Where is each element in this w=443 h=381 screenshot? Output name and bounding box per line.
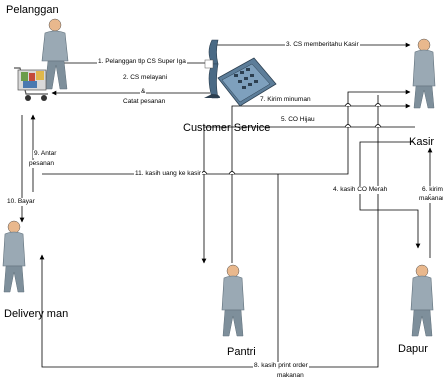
kasir-figure bbox=[413, 39, 435, 108]
delivery-man-figure bbox=[3, 221, 25, 292]
message-10: 10. Bayar bbox=[6, 198, 36, 206]
arrow-5 bbox=[204, 127, 415, 263]
message-11: 11. kasih uang ke kasir bbox=[134, 170, 202, 178]
message-3: 3. CS memberitahu Kasir bbox=[285, 41, 360, 49]
shopping-cart-icon bbox=[14, 68, 48, 101]
message-6-line2: makanan bbox=[418, 195, 443, 203]
dapur-figure bbox=[411, 265, 433, 336]
arrow-4 bbox=[360, 142, 418, 248]
message-7: 7. Kirim minuman bbox=[259, 96, 312, 104]
message-8-line1: 8. kasih print order bbox=[253, 362, 309, 370]
actor-label-pelanggan: Pelanggan bbox=[6, 4, 59, 16]
actor-label-delivery-man: Delivery man bbox=[4, 308, 68, 320]
message-2-line3: Catat pesanan bbox=[122, 98, 166, 106]
message-9-line1: 9. Antar bbox=[33, 150, 57, 158]
actor-label-dapur: Dapur bbox=[398, 343, 428, 355]
message-4: 4. kasih CO Merah bbox=[332, 186, 388, 194]
message-6-line1: 6. kirim bbox=[421, 186, 443, 194]
pantri-figure bbox=[222, 265, 244, 336]
message-5: 5. CO Hijau bbox=[280, 116, 316, 124]
actor-label-kasir: Kasir bbox=[409, 136, 434, 148]
message-2-line2: & bbox=[140, 88, 146, 96]
message-8-line2: makanan bbox=[276, 372, 305, 380]
message-2-line1: 2. CS melayani bbox=[122, 74, 168, 82]
actor-label-pantri: Pantri bbox=[227, 346, 256, 358]
arrow-8 bbox=[42, 95, 378, 367]
message-9-line2: pesanan bbox=[28, 160, 55, 168]
actor-label-customer-service: Customer Service bbox=[183, 122, 270, 134]
message-1: 1. Pelanggan tlp CS Super Iga bbox=[97, 58, 187, 66]
